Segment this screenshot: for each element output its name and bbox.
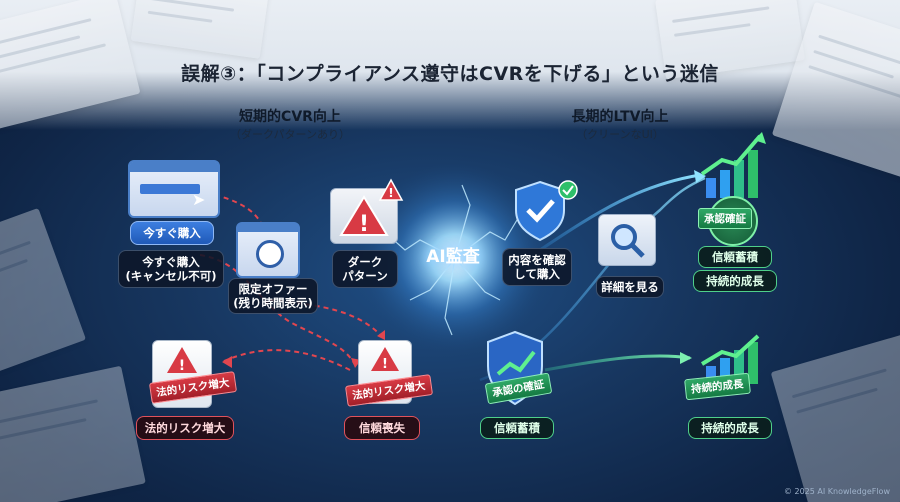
limited-offer-text: 限定オファー — [238, 281, 308, 296]
svg-text:!: ! — [359, 212, 369, 237]
warning-icon: ! — [167, 347, 197, 374]
buy-now-button[interactable]: 今すぐ購入 — [130, 221, 214, 245]
left-heading: 短期的CVR向上 — [239, 109, 341, 125]
svg-text:!: ! — [382, 357, 388, 372]
growth-flow-top — [539, 173, 701, 252]
sustainable-growth-label: 持続的成長 — [693, 270, 777, 292]
confirm-content-text: 内容を確認 — [508, 252, 566, 267]
countdown-window-icon — [236, 222, 300, 278]
trust-loss-label: 信頼喪失 — [344, 416, 420, 440]
warning-icon: ! — [378, 178, 404, 201]
flow-arrowhead-bottom — [680, 352, 692, 364]
warning-icon: ! — [371, 347, 399, 372]
svg-text:!: ! — [388, 186, 393, 200]
trust-accumulation-label: 信頼蓄積 — [698, 246, 772, 268]
cursor-icon: ➤ — [192, 190, 206, 209]
browser-window-icon: ➤ — [128, 160, 220, 218]
time-remaining-text: (残り時間表示) — [233, 296, 313, 310]
approval-seal-tag: 承認確証 — [698, 208, 752, 229]
limited-offer-label: 限定オファー (残り時間表示) — [228, 278, 318, 314]
warning-icon: ! — [339, 195, 389, 237]
trust-accumulation-label: 信頼蓄積 — [480, 417, 554, 439]
see-details-label: 詳細を見る — [596, 276, 664, 298]
legal-risk-label: 法的リスク増大 — [136, 416, 234, 440]
shield-check-icon — [515, 180, 578, 242]
right-heading: 長期的LTV向上 — [571, 109, 669, 125]
slide-title: 誤解③：「コンプライアンス遵守はCVRを下げる」という迷信 — [181, 63, 719, 85]
left-subheading: （ダークパターンあり） — [230, 128, 350, 141]
confirm-purchase-label: 内容を確認 して購入 — [502, 248, 572, 286]
ai-audit-label: AI監査 — [426, 247, 480, 267]
svg-text:!: ! — [179, 358, 185, 374]
dark-text: ダーク — [347, 254, 383, 269]
clock-icon — [256, 240, 284, 268]
growth-chart-icon — [700, 334, 760, 384]
purchase-text: して購入 — [514, 267, 560, 281]
pattern-text: パターン — [342, 269, 388, 283]
growth-chart-icon — [700, 132, 766, 198]
dark-pattern-label: ダーク パターン — [332, 250, 398, 288]
sustainable-growth-label: 持続的成長 — [688, 417, 772, 439]
growth-flow-bottom — [544, 354, 691, 372]
buy-now-text: 今すぐ購入 — [142, 254, 200, 269]
magnifier-icon — [611, 224, 645, 258]
magnifier-card — [598, 214, 656, 266]
copyright-footer: © 2025 AI KnowledgeFlow — [783, 487, 890, 496]
no-cancel-text: (キャンセル不可) — [125, 269, 217, 283]
flow-arrowhead-top — [694, 170, 706, 183]
buy-no-cancel-label: 今すぐ購入 (キャンセル不可) — [118, 250, 224, 288]
right-subheading: （クリーンなUI） — [576, 128, 664, 141]
